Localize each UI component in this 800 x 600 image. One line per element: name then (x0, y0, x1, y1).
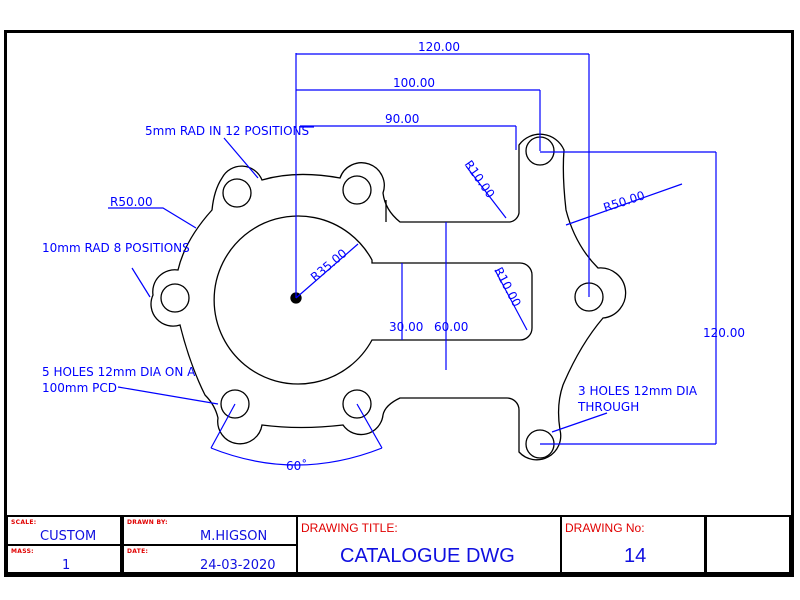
date-value: 24-03-2020 (200, 558, 276, 573)
drawing-title-value: CATALOGUE DWG (340, 545, 515, 567)
note-holes-5-line1: 5 HOLES 12mm DIA ON A (42, 365, 196, 379)
scale-value: CUSTOM (40, 529, 97, 544)
dim-width-100: 100.00 (393, 76, 435, 90)
dim-width-120: 120.00 (418, 40, 460, 54)
revision-cell (704, 515, 791, 574)
scale-cell: SCALE: CUSTOM (6, 515, 122, 546)
drawing-number-label: DRAWING No: (565, 521, 645, 535)
drawing-number-cell: DRAWING No: 14 (560, 515, 706, 574)
dim-width-90: 90.00 (385, 112, 419, 126)
drawn-by-value: M.HIGSON (200, 529, 268, 544)
dim-gap-30: 30.00 (389, 320, 423, 334)
note-holes-3-line1: 3 HOLES 12mm DIA (578, 384, 698, 398)
hole-pcd-1 (222, 178, 252, 208)
note-holes-5-line2: 100mm PCD (42, 381, 117, 395)
note-rad-12: 5mm RAD IN 12 POSITIONS (145, 124, 309, 138)
drawing-title-cell: DRAWING TITLE: CATALOGUE DWG (296, 515, 562, 574)
date-label: DATE: (127, 548, 149, 555)
note-holes-3-line2: THROUGH (577, 400, 639, 414)
note-rad-8: 10mm RAD 8 POSITIONS (42, 241, 190, 255)
dim-height-120: 120.00 (703, 326, 745, 340)
hole-pcd-2 (342, 175, 372, 205)
mass-label: MASS: (11, 548, 34, 555)
dim-angle-60: 60˚ (286, 458, 307, 473)
mass-value: 1 (62, 558, 71, 573)
dimensions (108, 53, 717, 466)
drawing-title-label: DRAWING TITLE: (301, 521, 398, 535)
hole-pcd-4 (220, 389, 250, 419)
scale-label: SCALE: (11, 519, 37, 526)
drawn-by-label: DRAWN BY: (127, 519, 168, 526)
drawn-by-cell: DRAWN BY: M.HIGSON (122, 515, 298, 546)
dim-radius-50-right: R50.00 (602, 188, 647, 215)
dim-radius-10-top: R10.00 (462, 158, 498, 201)
dim-gap-60: 60.00 (434, 320, 468, 334)
dim-radius-35: R35.00 (308, 246, 350, 284)
dim-radius-10-bottom: R10.00 (491, 265, 523, 309)
hole-pcd-3 (160, 283, 190, 313)
drawing-number-value: 14 (624, 545, 647, 567)
hole-pcd-5 (342, 389, 372, 419)
dim-radius-50-left: R50.00 (110, 195, 153, 209)
outer-profile (150, 133, 627, 461)
central-bore (213, 215, 533, 385)
dimension-labels: 120.00 100.00 90.00 120.00 30.00 60.00 R… (42, 40, 745, 473)
mass-cell: MASS: 1 (6, 544, 122, 574)
part-outline (150, 133, 627, 461)
drawing-frame (4, 30, 794, 577)
date-cell: DATE: 24-03-2020 (122, 544, 298, 574)
